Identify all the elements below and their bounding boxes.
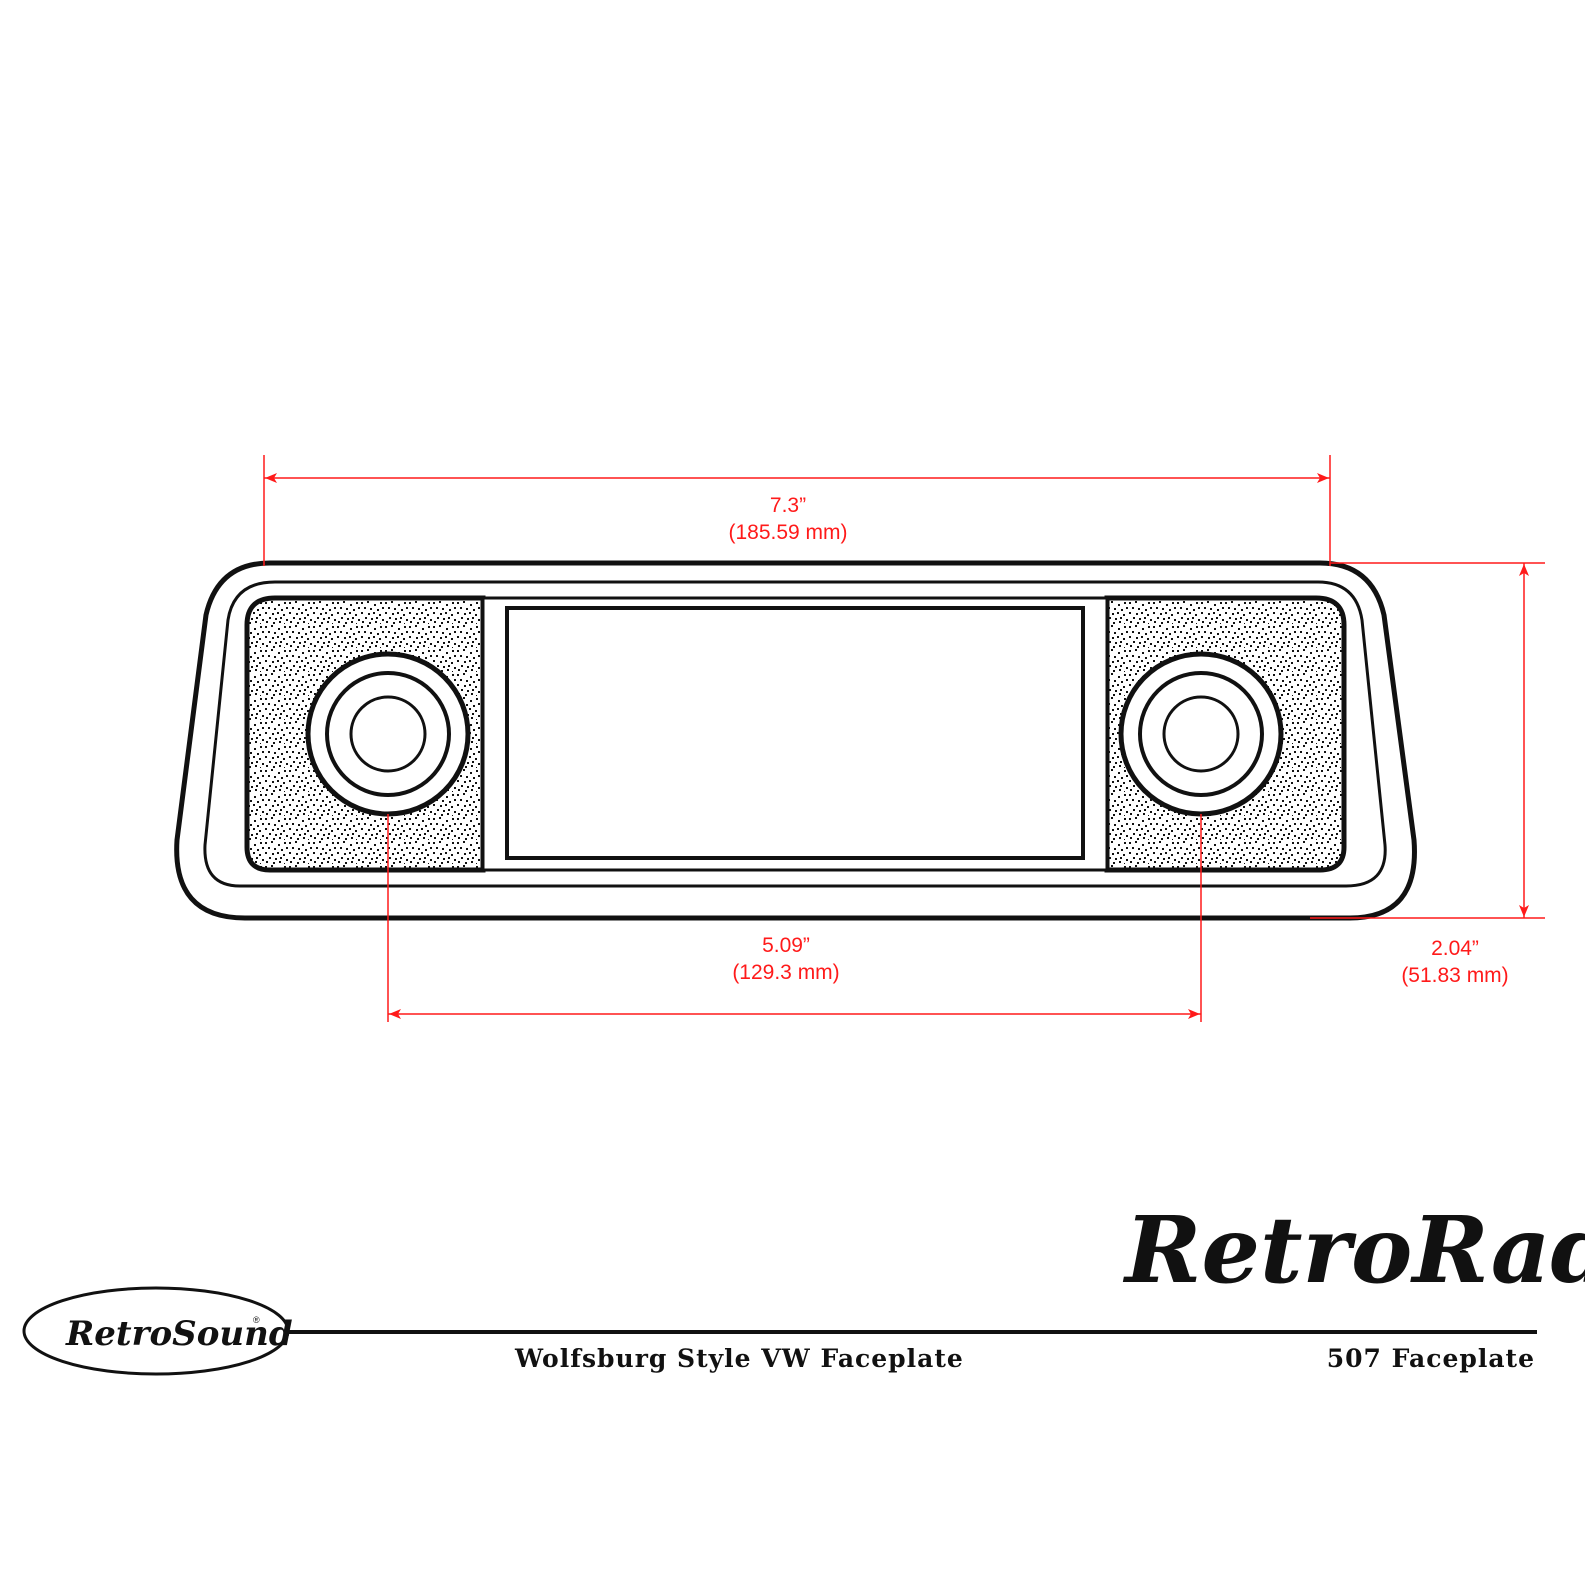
- display-window: [505, 606, 1085, 860]
- overall-height-inches: 2.04”: [1431, 937, 1479, 960]
- left-knob: [305, 651, 471, 817]
- knob-spacing-mm: (129.3 mm): [732, 961, 839, 984]
- retrosound-logo: RetroSound ®: [22, 1286, 293, 1376]
- arrow-down-icon: [1519, 905, 1529, 917]
- retroradio-logo: RetroRadio: [1122, 1196, 1585, 1304]
- retrosound-logo-text: RetroSound: [65, 1314, 293, 1354]
- overall-width-mm: (185.59 mm): [728, 521, 847, 544]
- dimension-knob-spacing: 5.09” (129.3 mm): [387, 814, 1202, 1022]
- overall-width-inches: 7.3”: [770, 494, 806, 517]
- model-title: 507 Faceplate: [1327, 1344, 1535, 1373]
- right-knob: [1118, 651, 1284, 817]
- arrow-left-icon: [389, 1009, 401, 1019]
- document-title: Wolfsburg Style VW Faceplate: [514, 1344, 964, 1373]
- arrow-right-icon: [1188, 1009, 1200, 1019]
- arrow-up-icon: [1519, 564, 1529, 576]
- knob-spacing-inches: 5.09”: [762, 934, 810, 957]
- dimension-overall-width: 7.3” (185.59 mm): [263, 455, 1331, 566]
- arrow-left-icon: [265, 473, 277, 483]
- arrow-right-icon: [1317, 473, 1329, 483]
- registered-mark: ®: [253, 1315, 260, 1325]
- overall-height-mm: (51.83 mm): [1401, 964, 1508, 987]
- dimension-overall-height: 2.04” (51.83 mm): [1310, 562, 1545, 987]
